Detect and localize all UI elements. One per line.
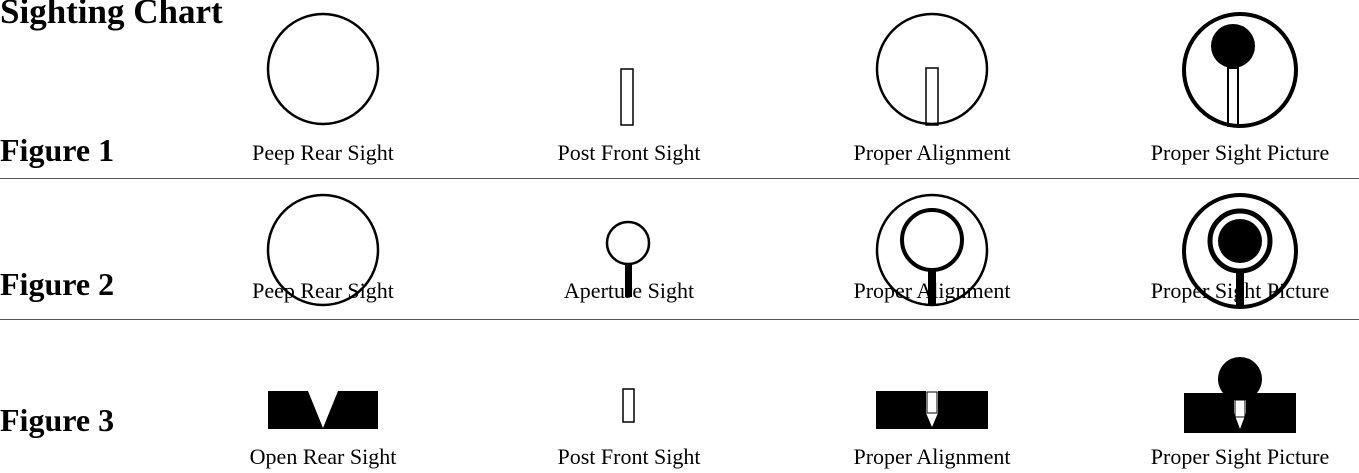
proper-alignment-figure — [876, 391, 988, 429]
figure-3-label: Figure 3 — [0, 402, 115, 438]
caption-proper-sight-picture: Proper Sight Picture — [1150, 278, 1330, 303]
figure-2-label: Figure 2 — [0, 266, 115, 302]
peep-rear-sight-figure — [266, 12, 380, 126]
aperture-sight-figure — [605, 220, 651, 297]
caption-proper-sight-picture: Proper Sight Picture — [1150, 140, 1330, 165]
caption-post-front-sight: Post Front Sight — [557, 140, 701, 165]
caption-peep-rear-sight: Peep Rear Sight — [252, 278, 394, 303]
proper-sight-picture-figure — [1184, 357, 1296, 433]
chart-title: Sighting Chart — [0, 0, 223, 31]
caption-proper-alignment: Proper Alignment — [853, 278, 1011, 303]
proper-alignment-figure — [875, 12, 989, 126]
proper-sight-picture-figure — [1182, 193, 1298, 309]
row-divider — [0, 178, 1359, 179]
post-front-sight-figure — [622, 388, 635, 423]
caption-aperture-sight: Aperture Sight — [563, 278, 695, 303]
proper-alignment-figure — [875, 193, 989, 307]
open-rear-sight-figure — [268, 391, 378, 429]
caption-peep-rear-sight: Peep Rear Sight — [252, 140, 394, 165]
post-front-sight-figure — [620, 68, 634, 126]
caption-proper-alignment: Proper Alignment — [853, 444, 1011, 469]
figure-1-label: Figure 1 — [0, 132, 115, 168]
proper-sight-picture-figure — [1182, 12, 1298, 128]
caption-post-front-sight: Post Front Sight — [557, 444, 701, 469]
caption-proper-alignment: Proper Alignment — [853, 140, 1011, 165]
caption-proper-sight-picture: Proper Sight Picture — [1150, 444, 1330, 469]
row-divider — [0, 319, 1359, 320]
peep-rear-sight-figure — [266, 193, 380, 307]
caption-open-rear-sight: Open Rear Sight — [249, 444, 397, 469]
